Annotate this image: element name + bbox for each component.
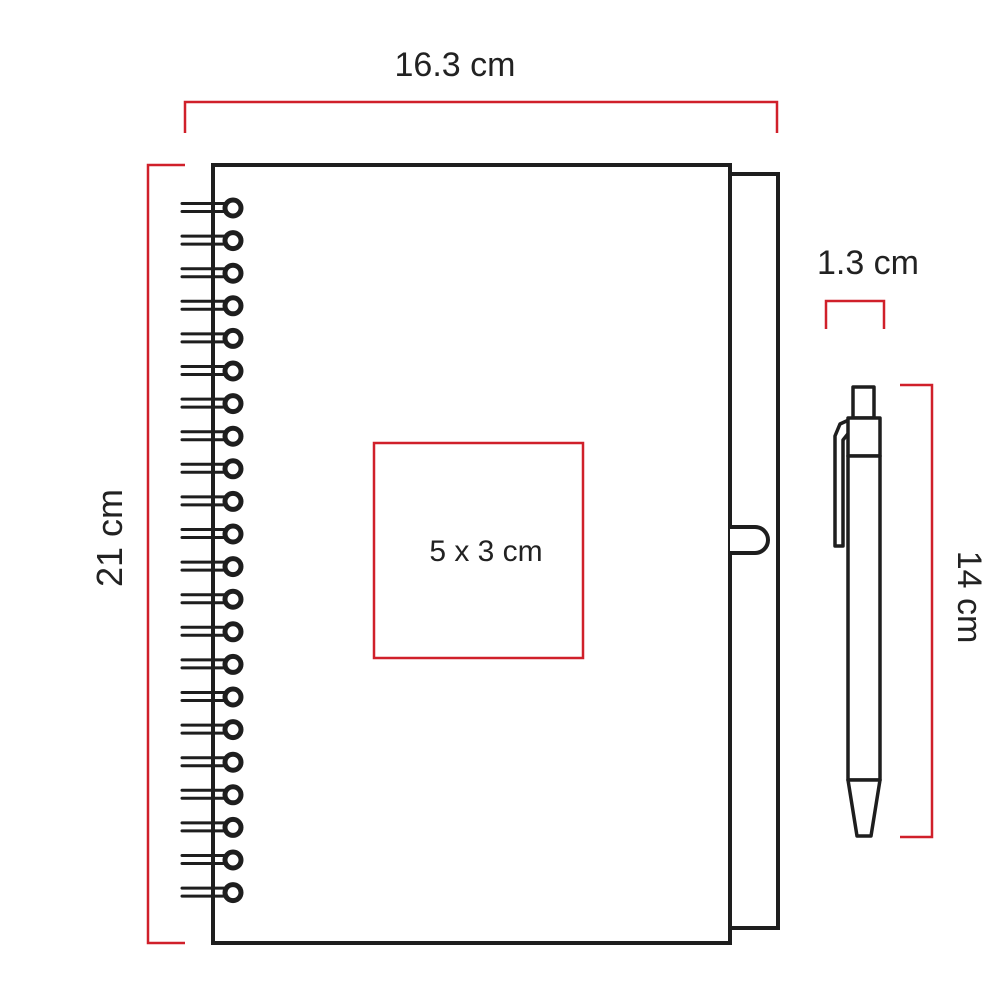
spiral-ring: [180, 816, 244, 838]
spiral-ring: [180, 588, 244, 610]
spiral-ring: [180, 523, 244, 545]
spiral-ring: [180, 197, 244, 219]
pen-barrel: [846, 454, 882, 782]
spiral-ring: [180, 230, 244, 252]
print-area-box: [372, 441, 585, 660]
spiral-ring: [180, 262, 244, 284]
notebook-height-bracket: [146, 163, 185, 945]
spiral-ring: [180, 360, 244, 382]
spiral-ring: [180, 719, 244, 741]
pen-tip: [846, 778, 882, 838]
spiral-ring: [180, 327, 244, 349]
pen-length-dimension: 14 cm: [900, 383, 988, 839]
pen-loop: [730, 525, 770, 555]
pen-width-bracket: [824, 299, 886, 329]
spiral-ring: [180, 556, 244, 578]
spiral-ring: [180, 653, 244, 675]
spiral-binding: [180, 197, 244, 904]
print-area: 5 x 3 cm: [372, 441, 585, 660]
notebook-width-dimension: 16.3 cm: [183, 46, 779, 133]
spiral-ring: [180, 621, 244, 643]
spiral-ring: [180, 849, 244, 871]
print-area-label: 5 x 3 cm: [429, 535, 542, 568]
pen-length-label: 14 cm: [950, 551, 988, 644]
spiral-ring: [180, 490, 244, 512]
pen: [833, 385, 882, 838]
pen-width-label: 1.3 cm: [817, 244, 919, 282]
spiral-ring: [180, 784, 244, 806]
spiral-ring: [180, 393, 244, 415]
notebook-width-label: 16.3 cm: [395, 46, 516, 84]
notebook-width-bracket: [183, 100, 779, 133]
pen-push-button: [851, 385, 876, 420]
notebook-front-cover: [211, 163, 732, 945]
pen-length-bracket: [900, 383, 934, 839]
spiral-ring: [180, 882, 244, 904]
spiral-ring: [180, 425, 244, 447]
pen-top-section: [846, 416, 882, 458]
spiral-ring: [180, 686, 244, 708]
spiral-ring: [180, 751, 244, 773]
notebook-height-label: 21 cm: [89, 489, 130, 587]
pen-width-dimension: 1.3 cm: [817, 244, 919, 329]
spiral-ring: [180, 295, 244, 317]
notebook: [180, 163, 780, 945]
notebook-height-dimension: 21 cm: [89, 163, 185, 945]
spiral-ring: [180, 458, 244, 480]
